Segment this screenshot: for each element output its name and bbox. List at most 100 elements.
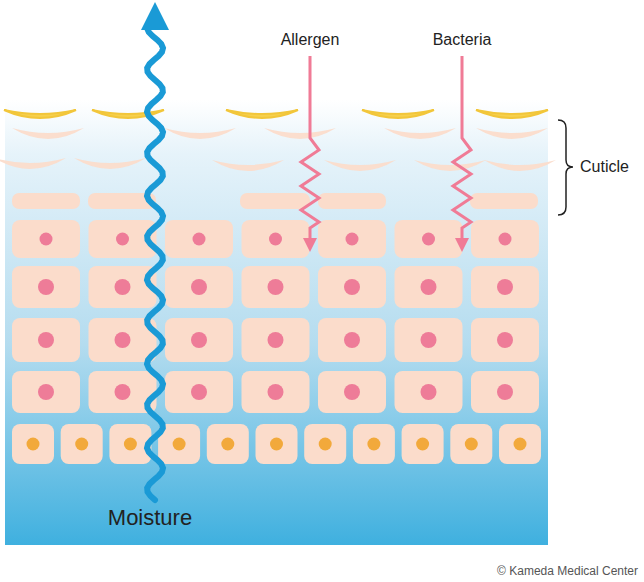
skin-cell — [242, 266, 310, 308]
allergen-path — [301, 56, 319, 240]
flat-cell — [470, 193, 538, 209]
basal-nucleus — [221, 438, 234, 451]
yellow-scale — [4, 110, 76, 118]
cell-nucleus — [116, 233, 129, 246]
skin-cell — [12, 371, 80, 413]
bacteria-label: Bacteria — [433, 31, 492, 49]
arrow-layer — [141, 2, 471, 500]
cuticle-crescent — [74, 158, 146, 169]
skin-cell — [395, 318, 463, 362]
basal-nucleus — [173, 438, 186, 451]
cuticle-crescent — [484, 160, 556, 171]
cell-nucleus — [268, 279, 284, 295]
basal-nucleus — [416, 438, 429, 451]
cell-nucleus — [115, 384, 131, 400]
skin-cell — [471, 220, 539, 258]
cuticle-bracket — [558, 120, 573, 215]
basal-cell — [499, 424, 541, 464]
skin-cell — [12, 220, 80, 258]
cuticle-crescent — [324, 160, 396, 171]
cuticle-crescent — [164, 128, 236, 139]
basal-cell — [12, 424, 54, 464]
skin-cell — [242, 371, 310, 413]
basal-cell — [402, 424, 444, 464]
cuticle-crescent — [0, 158, 66, 169]
cell-nucleus — [346, 233, 359, 246]
skin-cell — [89, 266, 157, 308]
skin-cell — [395, 266, 463, 308]
basal-nucleus — [367, 438, 380, 451]
basal-nucleus — [270, 438, 283, 451]
basal-cell — [61, 424, 103, 464]
basal-nucleus — [319, 438, 332, 451]
cell-nucleus — [421, 332, 437, 348]
skin-cell — [471, 266, 539, 308]
cell-nucleus — [344, 384, 360, 400]
yellow-scale — [476, 110, 548, 118]
cell-nucleus — [497, 279, 513, 295]
cell-nucleus — [497, 384, 513, 400]
cell-nucleus — [499, 233, 512, 246]
cell-nucleus — [422, 233, 435, 246]
basal-nucleus — [75, 438, 88, 451]
basal-cell — [304, 424, 346, 464]
skin-cell — [318, 266, 386, 308]
skin-cell — [318, 220, 386, 258]
cell-nucleus — [191, 279, 207, 295]
skin-cell — [12, 318, 80, 362]
cell-nucleus — [38, 279, 54, 295]
basal-nucleus — [124, 438, 137, 451]
moisture-wave — [147, 28, 163, 500]
cuticle-crescent — [12, 128, 84, 139]
skin-cell — [471, 371, 539, 413]
skin-cell — [165, 371, 233, 413]
basal-cell — [207, 424, 249, 464]
basal-cell — [450, 424, 492, 464]
skin-cell — [165, 220, 233, 258]
skin-cell — [395, 371, 463, 413]
bacteria-arrowhead — [455, 238, 469, 252]
cell-nucleus — [268, 384, 284, 400]
allergen-label: Allergen — [281, 31, 340, 49]
cuticle-crescent — [476, 128, 548, 139]
skin-cell — [12, 266, 80, 308]
cell-nucleus — [191, 384, 207, 400]
cuticle-crescent — [384, 128, 456, 139]
skin-cell — [318, 318, 386, 362]
cell-nucleus — [421, 279, 437, 295]
cell-nucleus — [38, 332, 54, 348]
yellow-scale — [226, 110, 298, 118]
flat-cell — [318, 193, 386, 209]
cell-nucleus — [40, 233, 53, 246]
cell-nucleus — [421, 384, 437, 400]
skin-cell — [165, 318, 233, 362]
skin-cell — [471, 318, 539, 362]
cuticle-layer — [0, 110, 556, 209]
basal-nucleus — [514, 438, 527, 451]
cell-nucleus — [497, 332, 513, 348]
allergen-arrowhead — [303, 238, 317, 252]
cell-nucleus — [268, 332, 284, 348]
cell-nucleus — [344, 332, 360, 348]
cell-nucleus — [191, 332, 207, 348]
basal-cell — [353, 424, 395, 464]
skin-cell — [165, 266, 233, 308]
copyright-label: © Kameda Medical Center — [497, 565, 638, 578]
cell-nucleus — [269, 233, 282, 246]
cell-nucleus — [344, 279, 360, 295]
bacteria-path — [453, 56, 471, 240]
moisture-arrowhead — [141, 2, 169, 30]
skin-cell — [242, 220, 310, 258]
cell-layer — [12, 220, 541, 464]
skin-cell — [395, 220, 463, 258]
cuticle-crescent — [264, 128, 336, 139]
skin-cell — [242, 318, 310, 362]
skin-ground — [5, 100, 548, 545]
basal-cell — [256, 424, 298, 464]
flat-cell — [240, 193, 310, 209]
cell-nucleus — [115, 279, 131, 295]
cuticle-label: Cuticle — [580, 158, 629, 176]
skin-cell — [318, 371, 386, 413]
